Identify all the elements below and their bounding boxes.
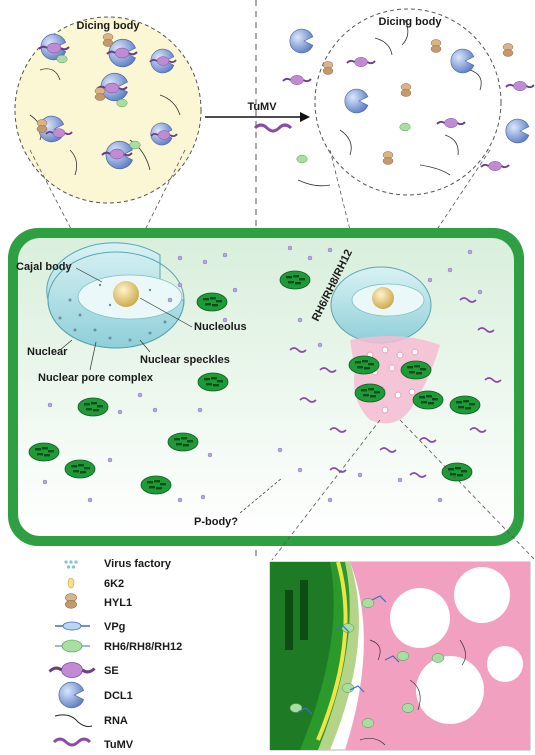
vpg-icon [55,621,90,631]
hyl1-icon [65,593,77,609]
legend-label-dcl1: DCL1 [104,690,133,702]
dicing-body-left: Dicing body [14,16,202,204]
label-p-body: P-body? [194,516,238,528]
nucleus-left [46,242,185,349]
legend-label-hyl1: HYL1 [104,597,132,609]
legend-label-rh: RH6/RH8/RH12 [104,641,182,653]
tumv-arrow: TuMV [205,101,310,133]
nucleolus-right [372,287,394,309]
zoom-lines-bottom [271,419,535,561]
se-icon [47,660,97,680]
tumv-particles [289,297,502,478]
label-nucleolus: Nucleolus [194,321,247,333]
dicing-body-right: Dicing body [282,8,535,196]
dicing-body-title-right: Dicing body [379,16,443,28]
tumv-arrow-label: TuMV [247,101,277,113]
6k2-icon [67,577,75,589]
label-cajal-body: Cajal body [16,261,73,273]
dicing-body-title-left: Dicing body [77,20,141,32]
legend-label-6k2: 6K2 [104,578,124,590]
nucleus-right [330,266,432,344]
legend-label-virus-factory: Virus factory [104,558,172,570]
rh-helicase-icon [55,639,90,653]
label-nuclear: Nuclear [27,346,68,358]
dcl1-icon [58,681,85,709]
legend: Virus factory 6K2 HYL1 VPg RH6/RH8/RH12 … [47,558,182,751]
legend-label-tumv: TuMV [104,739,134,751]
tumv-icon [52,737,92,747]
nucleolus-left [113,281,139,307]
legend-label-se: SE [104,665,119,677]
rna-icon [54,714,93,727]
virus-factory-icon [64,560,78,569]
cytoplasm-particles [42,245,483,503]
zoom-inset [269,561,531,751]
legend-label-rna: RNA [104,715,128,727]
label-nuclear-speckles: Nuclear speckles [140,354,230,366]
label-nuclear-pore-complex: Nuclear pore complex [38,372,154,384]
legend-label-vpg: VPg [104,621,125,633]
